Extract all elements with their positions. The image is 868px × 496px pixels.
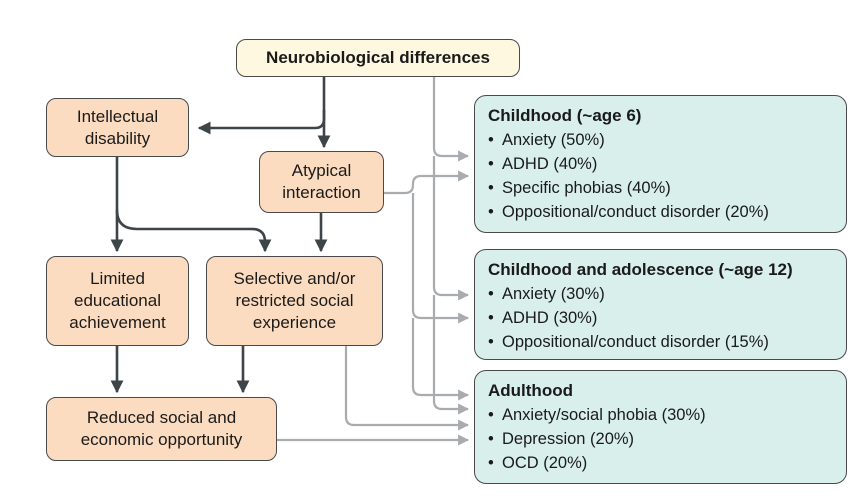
neurobiological-differences-box: Neurobiological differences [236,39,520,77]
limited-educational-line3: achievement [69,313,166,332]
list-item: •Oppositional/conduct disorder (20%) [488,203,769,221]
childhood-list: •Anxiety (50%) •ADHD (40%) •Specific pho… [488,128,836,224]
arrow-neuro-to-childhood [432,77,470,162]
adulthood-box: Adulthood •Anxiety/social phobia (30%) •… [474,370,847,484]
arrow-atypical-to-childhood [384,170,470,195]
limited-educational-line2: educational [74,291,161,310]
list-item: •Anxiety (30%) [488,285,605,303]
atypical-interaction-box: Atypical interaction [259,151,384,213]
adolescence-box: Childhood and adolescence (~age 12) •Anx… [474,249,847,360]
arrow-neuro-to-adolescence [432,156,470,301]
list-item: •Anxiety (50%) [488,131,605,149]
reduced-opportunity-line2: economic opportunity [80,430,243,449]
childhood-box: Childhood (~age 6) •Anxiety (50%) •ADHD … [474,95,847,233]
list-item: •Oppositional/conduct disorder (15%) [488,333,769,351]
adolescence-title: Childhood and adolescence (~age 12) [488,260,793,279]
dark-connectors [110,77,331,394]
list-item: •OCD (20%) [488,454,588,472]
intellectual-disability-line1: Intellectual [76,106,159,126]
arrow-intellectual-to-selective [115,209,272,253]
arrow-neuro-to-adulthood [432,295,470,415]
grey-connectors [277,77,470,446]
adulthood-title: Adulthood [488,381,573,400]
list-item: •Anxiety/social phobia (30%) [488,406,706,424]
neurobiological-differences-label: Neurobiological differences [266,48,490,67]
atypical-interaction-line1: Atypical [291,161,352,180]
intellectual-disability-box: Intellectual disability [46,98,189,157]
childhood-title: Childhood (~age 6) [488,106,642,125]
list-item: •ADHD (40%) [488,155,598,173]
reduced-opportunity-line1: Reduced social and [86,408,237,427]
arrow-atypical-to-adulthood [411,318,470,401]
atypical-interaction-line2: interaction [282,183,361,202]
limited-educational-box: Limited educational achievement [46,256,189,346]
selective-social-line3: experience [252,313,337,332]
selective-social-line1: Selective and/or [233,269,356,288]
selective-social-line2: restricted social [235,291,354,310]
adolescence-list: •Anxiety (30%) •ADHD (30%) •Oppositional… [488,282,836,354]
list-item: •Specific phobias (40%) [488,179,671,197]
selective-social-box: Selective and/or restricted social exper… [206,256,383,346]
reduced-opportunity-box: Reduced social and economic opportunity [46,397,277,461]
list-item: •ADHD (30%) [488,309,598,327]
intellectual-disability-line2: disability [84,128,151,148]
limited-educational-line1: Limited [90,269,145,288]
list-item: •Depression (20%) [488,430,635,448]
adulthood-list: •Anxiety/social phobia (30%) •Depression… [488,403,836,475]
arrow-atypical-to-adolescence [411,193,470,324]
arrow-selective-to-adulthood [344,346,470,431]
arrow-neuro-to-intellectual [197,77,326,135]
